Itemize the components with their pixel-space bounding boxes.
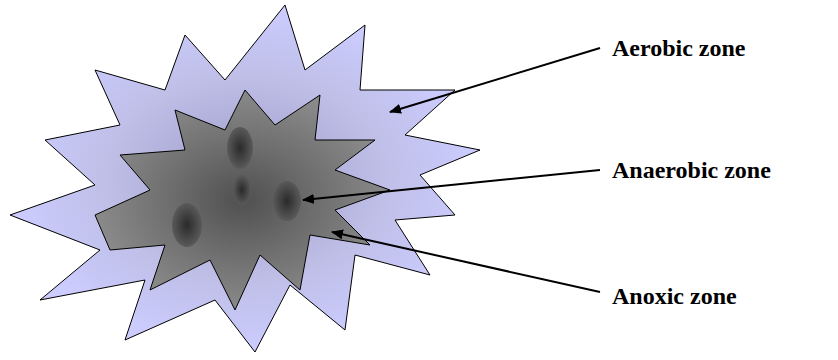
anaerobic-spot bbox=[273, 181, 301, 221]
leader-arrow bbox=[332, 232, 600, 292]
anaerobic-spot bbox=[227, 127, 253, 169]
leader-arrow bbox=[390, 48, 600, 112]
zone-label: Aerobic zone bbox=[612, 35, 746, 61]
zone-label: Anoxic zone bbox=[612, 283, 737, 309]
anaerobic-spot bbox=[233, 175, 251, 205]
aerobic-zone-shape bbox=[10, 5, 480, 352]
leader-arrow bbox=[303, 170, 600, 200]
zone-label: Anaerobic zone bbox=[612, 157, 771, 183]
anaerobic-spot bbox=[172, 203, 202, 247]
anoxic-zone-shape bbox=[95, 90, 390, 310]
